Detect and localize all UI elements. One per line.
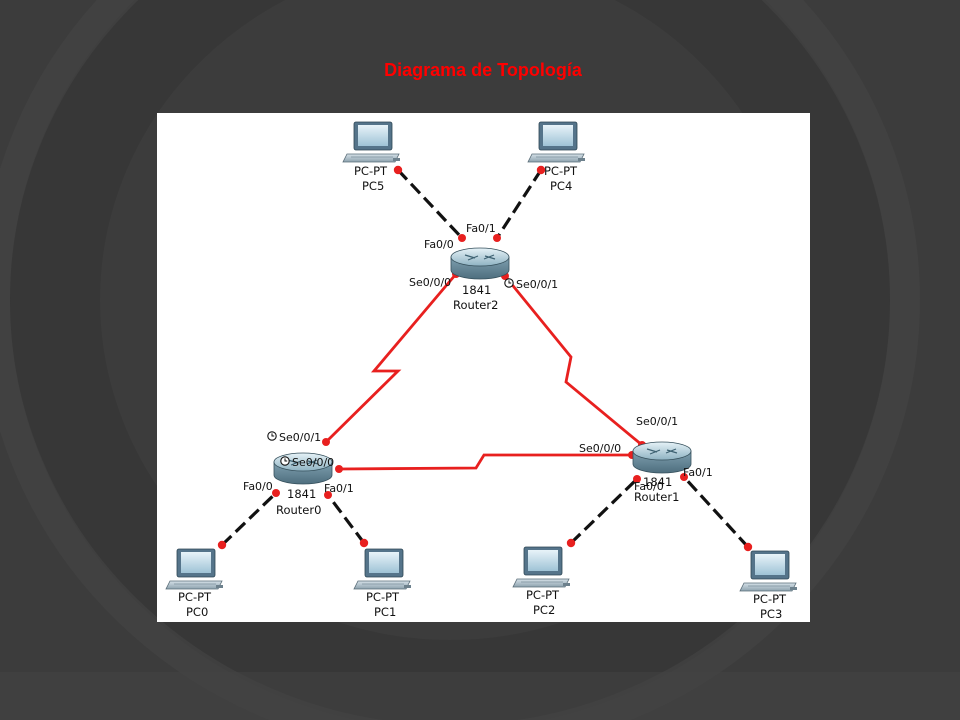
dce-clock-icon — [280, 456, 290, 466]
ethernet-link-pc4-router2[interactable] — [495, 169, 543, 239]
pc4-type: PC-PT — [544, 164, 578, 178]
endpoint-pc3 — [743, 542, 753, 552]
router-icon — [450, 247, 510, 280]
ethernet-link-pc1-router0[interactable] — [326, 494, 366, 544]
endpoint-r0-se0-0-1 — [322, 438, 330, 446]
pc2-type: PC-PT — [526, 588, 560, 602]
router2-model: 1841 — [462, 283, 491, 297]
pc1-name: PC1 — [374, 605, 396, 619]
label-r2-fa0-0: Fa0/0 — [424, 238, 454, 251]
serial-link-router2-router1[interactable] — [503, 275, 643, 447]
serial-link-router0-router1[interactable] — [338, 453, 632, 471]
pc0[interactable]: PC-PT PC0 — [165, 548, 224, 619]
pc3[interactable]: PC-PT PC3 — [739, 550, 798, 621]
pc-icon — [527, 121, 586, 163]
label-r0-fa0-1: Fa0/1 — [324, 482, 354, 495]
ethernet-link-pc5-router2[interactable] — [396, 168, 464, 240]
router1-name: Router1 — [634, 490, 679, 504]
ethernet-link-pc2-router1[interactable] — [569, 477, 639, 545]
pc-icon — [739, 550, 798, 592]
pc4[interactable]: PC-PT PC4 — [527, 121, 586, 193]
label-r0-se0-0-0: Se0/0/0 — [292, 456, 334, 469]
router0-name: Router0 — [276, 503, 321, 517]
topology-canvas: 1841 Router2 1841 Router0 1841 Router1 P… — [165, 121, 798, 621]
pc5-name: PC5 — [362, 179, 384, 193]
endpoint-pc0 — [217, 540, 227, 550]
pc1[interactable]: PC-PT PC1 — [353, 548, 412, 619]
label-r1-fa0-0: Fa0/0 — [634, 480, 664, 493]
endpoint-pc4 — [536, 165, 546, 175]
endpoint-r1-fa0-0 — [633, 475, 641, 483]
endpoint-r0-fa0-1 — [324, 491, 332, 499]
pc-icon — [512, 546, 571, 588]
label-r0-se0-0-1: Se0/0/1 — [279, 431, 321, 444]
endpoint-pc2 — [566, 538, 576, 548]
label-r2-se0-0-0: Se0/0/0 — [409, 276, 451, 289]
router0-model: 1841 — [287, 487, 316, 501]
pc3-name: PC3 — [760, 607, 782, 621]
label-r0-fa0-0: Fa0/0 — [243, 480, 273, 493]
pc-icon — [353, 548, 412, 590]
label-r1-se0-0-1: Se0/0/1 — [636, 415, 678, 428]
pc0-type: PC-PT — [178, 590, 212, 604]
serial-link-router2-router0[interactable] — [325, 273, 458, 443]
endpoint-r0-fa0-0 — [272, 489, 280, 497]
router2[interactable]: 1841 Router2 — [450, 247, 510, 312]
dce-clock-icon — [504, 278, 514, 288]
pc4-name: PC4 — [550, 179, 572, 193]
pc-icon — [165, 548, 224, 590]
interface-labels: Fa0/1 Fa0/0 Se0/0/0 Se0/0/1 Se0/0/1 Se0/… — [243, 222, 713, 495]
label-r2-fa0-1: Fa0/1 — [466, 222, 496, 235]
pc2[interactable]: PC-PT PC2 — [512, 546, 571, 617]
ethernet-links — [220, 168, 750, 549]
label-r2-se0-0-1: Se0/0/1 — [516, 278, 558, 291]
slide-title: Diagrama de Topología — [384, 60, 582, 80]
pc0-name: PC0 — [186, 605, 208, 619]
topology-diagram: 1841 Router2 1841 Router0 1841 Router1 P… — [157, 113, 810, 622]
router0[interactable]: 1841 Router0 — [273, 452, 333, 517]
pc5[interactable]: PC-PT PC5 — [342, 121, 401, 193]
endpoint-r2-fa0-1 — [493, 234, 501, 242]
endpoint-r2-fa0-0 — [458, 234, 466, 242]
router1-model: 1841 — [643, 475, 672, 489]
pc5-type: PC-PT — [354, 164, 388, 178]
ethernet-link-pc3-router1[interactable] — [682, 475, 750, 549]
endpoint-r1-fa0-1 — [680, 473, 688, 481]
endpoint-pc5 — [393, 165, 403, 175]
pc-icon — [342, 121, 401, 163]
endpoint-r0-se0-0-0 — [335, 465, 343, 473]
ethernet-link-pc0-router0[interactable] — [220, 491, 278, 547]
pc2-name: PC2 — [533, 603, 555, 617]
serial-links — [325, 273, 643, 471]
label-r1-se0-0-0: Se0/0/0 — [579, 442, 621, 455]
label-r1-fa0-1: Fa0/1 — [683, 466, 713, 479]
router2-name: Router2 — [453, 298, 498, 312]
pc1-type: PC-PT — [366, 590, 400, 604]
endpoint-pc1 — [359, 538, 369, 548]
router1[interactable]: 1841 Router1 — [632, 441, 692, 504]
pc3-type: PC-PT — [753, 592, 787, 606]
dce-clock-icon — [267, 431, 277, 441]
